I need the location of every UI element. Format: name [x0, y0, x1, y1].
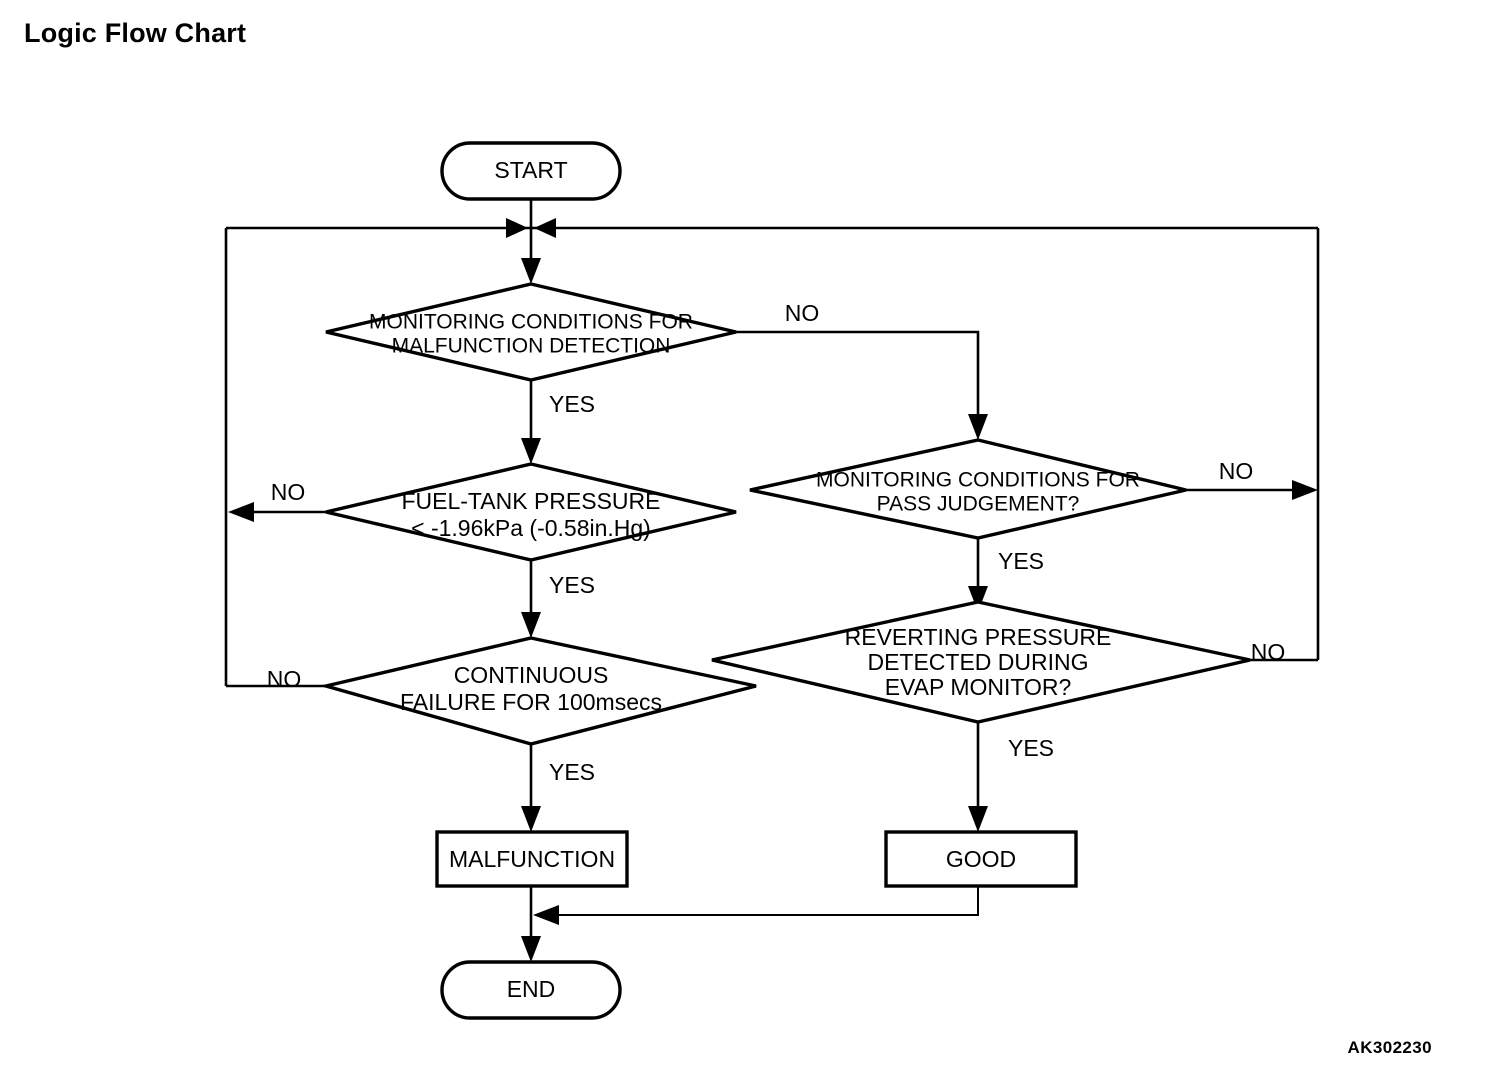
figure-code-label: AK302230 [1347, 1038, 1432, 1057]
node-decision-reverting-pressure[interactable]: REVERTING PRESSURE DETECTED DURING EVAP … [711, 600, 1251, 724]
edge-label-d4-no: NO [1219, 458, 1254, 484]
node-decision-monitoring-malfunction[interactable]: MONITORING CONDITIONS FOR MALFUNCTION DE… [325, 282, 737, 382]
arrow-good-merge [533, 905, 559, 925]
node-decision-pass-judgement[interactable]: MONITORING CONDITIONS FOR PASS JUDGEMENT… [749, 438, 1187, 540]
edge-label-d1-yes: YES [549, 391, 595, 417]
good-shape [884, 830, 1078, 888]
decision1-label-line2: MALFUNCTION DETECTION [392, 335, 671, 358]
node-decision-fuel-tank-pressure[interactable]: FUEL-TANK PRESSURE < -1.96kPa (-0.58in.H… [325, 462, 737, 562]
end-label: END [507, 976, 556, 1002]
decision4-label-line2: PASS JUDGEMENT? [877, 493, 1080, 516]
start-shape [440, 141, 622, 201]
page-title: Logic Flow Chart [24, 18, 247, 48]
end-shape [440, 960, 622, 1020]
loop-arrow-right-to-center [534, 218, 556, 238]
arrow-into-decision3 [521, 612, 541, 638]
decision5-label-line1: REVERTING PRESSURE [845, 624, 1112, 650]
arrow-into-end [521, 936, 541, 962]
start-label: START [494, 157, 567, 183]
edge-label-d3-no: NO [267, 666, 302, 692]
decision2-shape [325, 462, 737, 562]
edge-label-d5-no: NO [1251, 639, 1286, 665]
decision2-label-line1: FUEL-TANK PRESSURE [401, 488, 660, 514]
edge-d1-no [736, 330, 980, 424]
decision1-shape [325, 282, 737, 382]
decision5-label-line3: EVAP MONITOR? [885, 674, 1072, 700]
node-end[interactable]: END [440, 960, 622, 1020]
edge-label-d2-yes: YES [549, 572, 595, 598]
decision3-label-line1: CONTINUOUS [454, 662, 609, 688]
edge-good-to-end [552, 886, 979, 916]
arrow-d2-no-to-rail [228, 502, 254, 522]
node-good[interactable]: GOOD [884, 830, 1078, 888]
arrow-into-decision4 [968, 414, 988, 440]
edge-label-d4-yes: YES [998, 548, 1044, 574]
malfunction-label: MALFUNCTION [449, 846, 615, 872]
malfunction-shape [435, 830, 629, 888]
good-label: GOOD [946, 846, 1016, 872]
decision5-shape [711, 600, 1251, 724]
decision4-shape [749, 438, 1187, 540]
decision3-shape [319, 636, 757, 746]
arrow-into-malfunction [521, 806, 541, 832]
arrow-into-decision5 [968, 586, 988, 612]
loop-arrow-left-to-center [506, 218, 528, 238]
edge-label-d2-no: NO [271, 479, 306, 505]
arrow-into-decision2 [521, 438, 541, 464]
edge-label-d1-no: NO [785, 300, 820, 326]
arrow-into-good [968, 806, 988, 832]
edge-label-d3-yes: YES [549, 759, 595, 785]
decision1-label-line1: MONITORING CONDITIONS FOR [369, 311, 693, 334]
decision4-label-line1: MONITORING CONDITIONS FOR [816, 469, 1140, 492]
node-decision-continuous-failure[interactable]: CONTINUOUS FAILURE FOR 100msecs [319, 636, 757, 746]
decision2-label-line2: < -1.96kPa (-0.58in.Hg) [411, 515, 651, 541]
edge-label-d5-yes: YES [1008, 735, 1054, 761]
decision3-label-line2: FAILURE FOR 100msecs [400, 689, 662, 715]
arrow-d4-no-to-rail [1292, 480, 1318, 500]
arrow-into-decision1 [521, 258, 541, 284]
decision5-label-line2: DETECTED DURING [867, 649, 1088, 675]
node-start[interactable]: START [440, 141, 622, 201]
node-malfunction[interactable]: MALFUNCTION [435, 830, 629, 888]
